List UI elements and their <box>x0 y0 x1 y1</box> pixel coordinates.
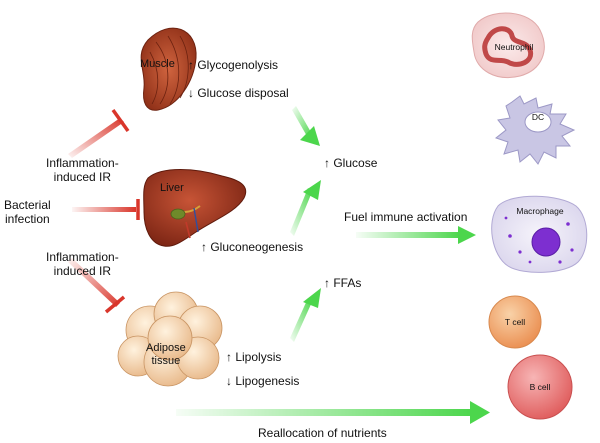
arrow-liver-to-glucose <box>290 180 321 236</box>
inhibition-adipose <box>68 258 126 314</box>
glucose-disposal-label: ↓ Glucose disposal <box>188 86 289 100</box>
dendritic-cell <box>494 95 576 165</box>
arrow-muscle-to-glucose <box>292 106 320 146</box>
ir-lower-label: Inflammation- induced IR <box>46 250 119 278</box>
lipogenesis-label: ↓ Lipogenesis <box>226 374 300 388</box>
ir-upper-label: Inflammation- induced IR <box>46 156 119 184</box>
arrow-reallocation <box>176 401 490 424</box>
lipolysis-label: ↑ Lipolysis <box>226 350 282 364</box>
adipose-label: Adipose tissue <box>146 342 186 367</box>
neutrophil-label: Neutrophil <box>494 42 534 52</box>
fuel-immune-activation-label: Fuel immune activation <box>344 210 468 224</box>
b-cell-label: B cell <box>529 382 551 392</box>
neutrophil-cell <box>471 12 545 78</box>
muscle-label: Muscle <box>140 58 175 70</box>
up-arrow-icon: ↑ <box>188 58 194 72</box>
down-arrow-icon: ↓ <box>226 374 232 388</box>
macrophage-cell <box>491 195 588 273</box>
up-arrow-icon: ↑ <box>226 350 232 364</box>
inhibition-muscle <box>68 108 130 158</box>
liver-organ <box>143 169 247 247</box>
glycogenolysis-label: ↑ Glycogenolysis <box>188 58 279 72</box>
dc-label: DC <box>531 112 545 122</box>
adipose-organ <box>117 291 223 387</box>
gluconeogenesis-label: ↑ Gluconeogenesis <box>201 240 304 254</box>
macrophage-label: Macrophage <box>516 206 564 216</box>
b-cell <box>507 354 573 420</box>
inhibition-liver <box>72 199 140 220</box>
down-arrow-icon: ↓ <box>188 86 194 100</box>
arrow-fuel-immune <box>356 226 476 244</box>
up-arrow-icon: ↑ <box>201 240 207 254</box>
bacterial-infection-label: Bacterial infection <box>4 198 51 226</box>
glucose-label: ↑ Glucose <box>324 156 378 170</box>
t-cell-label: T cell <box>504 317 526 327</box>
muscle-organ <box>140 27 197 111</box>
t-cell <box>488 295 542 349</box>
liver-label: Liver <box>160 182 184 194</box>
up-arrow-icon: ↑ <box>324 276 330 290</box>
reallocation-of-nutrients-label: Reallocation of nutrients <box>258 426 387 440</box>
up-arrow-icon: ↑ <box>324 156 330 170</box>
arrow-adipose-to-ffas <box>290 288 321 342</box>
ffas-label: ↑ FFAs <box>324 276 362 290</box>
